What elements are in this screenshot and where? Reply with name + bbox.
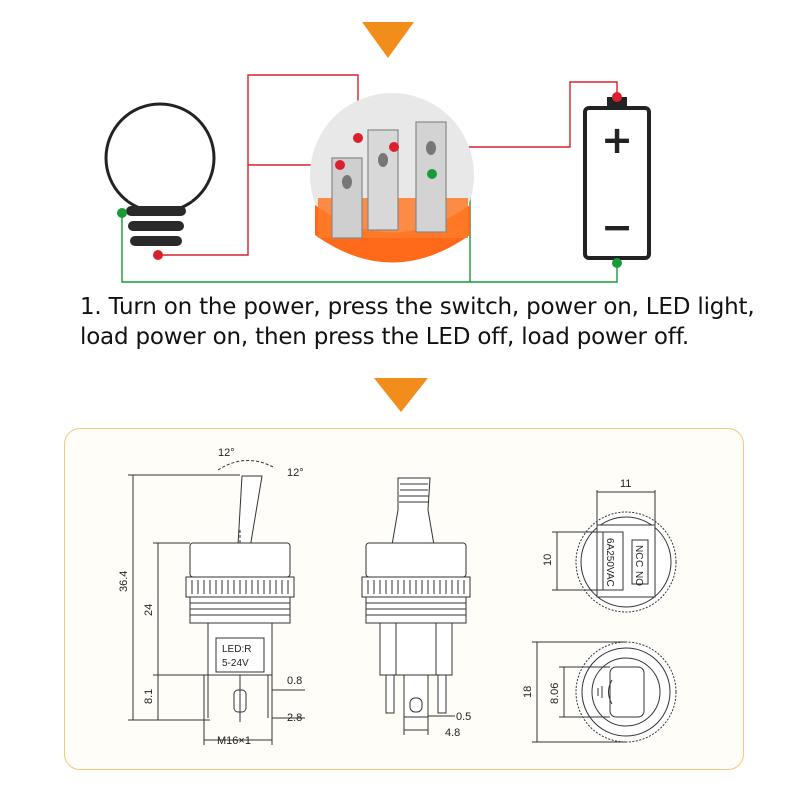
dim-angle-left: 12° bbox=[218, 447, 235, 459]
instruction-text: 1. Turn on the power, press the switch, … bbox=[80, 294, 755, 350]
dim-height-total: 36.4 bbox=[118, 571, 130, 592]
dim-top-outer: 18 bbox=[522, 686, 534, 698]
dim-top-inner: 8.06 bbox=[549, 683, 561, 704]
down-arrow-icon bbox=[374, 378, 428, 412]
bottom-view bbox=[552, 490, 677, 613]
down-arrow-icon bbox=[362, 22, 414, 58]
dim-angle-right: 12° bbox=[287, 467, 304, 479]
switch-rating: 6A250VAC bbox=[604, 538, 615, 587]
dim-pin-pitch: 2.8 bbox=[287, 712, 302, 724]
arrow-row bbox=[374, 378, 428, 412]
terminal-c: C bbox=[633, 560, 644, 567]
switch-label-voltage: 5-24V bbox=[222, 658, 249, 669]
top-view bbox=[532, 641, 677, 743]
bulb-icon bbox=[104, 102, 216, 260]
dim-front-pin-width: 4.8 bbox=[445, 727, 460, 739]
dim-height-body: 24 bbox=[143, 604, 155, 616]
side-view bbox=[128, 460, 305, 745]
terminal-nc: NC bbox=[633, 545, 644, 559]
battery-icon: + − bbox=[583, 92, 651, 268]
wiring-diagram: + − bbox=[104, 22, 651, 283]
battery-plus: + bbox=[601, 118, 633, 162]
dim-bottom-height: 10 bbox=[542, 554, 554, 566]
dim-front-pin-thickness: 0.5 bbox=[456, 711, 471, 723]
dim-thread: M16×1 bbox=[217, 735, 251, 747]
switch-terminals-icon bbox=[310, 93, 474, 263]
switch-label-led: LED:R bbox=[222, 644, 251, 655]
battery-minus: − bbox=[601, 205, 633, 249]
dim-pin-thickness: 0.8 bbox=[287, 675, 302, 687]
front-view bbox=[361, 477, 471, 735]
terminal-no: NO bbox=[633, 571, 644, 586]
dim-bottom-width: 11 bbox=[620, 478, 631, 490]
dim-height-pins: 8.1 bbox=[143, 689, 155, 704]
